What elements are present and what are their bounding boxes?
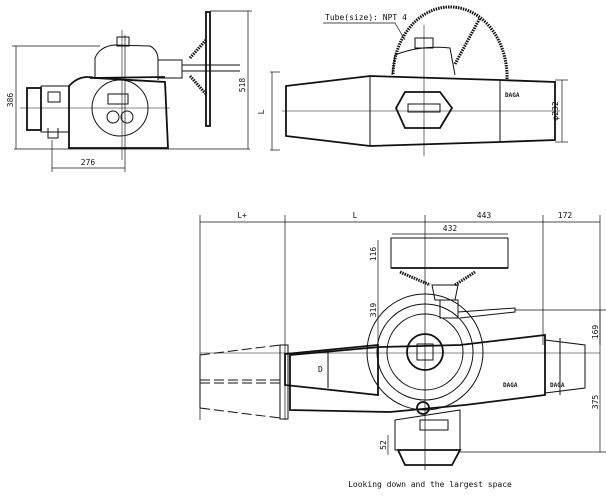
actuator-body-top: [289, 333, 546, 413]
dim-52: 52: [379, 440, 388, 450]
dim-518: 518: [238, 78, 247, 93]
dim-276: 276: [81, 158, 96, 167]
dim-l-plus: L+: [237, 211, 247, 220]
top-housing: [94, 44, 159, 80]
gearbox-body: [68, 76, 169, 149]
svg-text:DAGA: DAGA: [503, 382, 518, 389]
dim-375: 375: [591, 395, 600, 410]
dim-386: 386: [6, 93, 15, 108]
dim-d: D: [318, 365, 323, 374]
side-view: 386 518 276: [6, 10, 252, 172]
top-view: L+ L 443 172 432 116 319 D D: [199, 211, 606, 489]
dim-172: 172: [558, 211, 573, 220]
dim-169: 169: [591, 325, 600, 340]
actuator-body: [285, 75, 556, 147]
front-view: L Tube(size): NPT 4 DAGA φ232: [257, 5, 568, 156]
terminal-box: [394, 91, 454, 129]
dim-length-L: L: [257, 109, 266, 114]
hub-outer: [366, 293, 484, 411]
svg-text:DAGA: DAGA: [550, 382, 565, 389]
svg-text:DAGA: DAGA: [505, 92, 520, 99]
dim-diameter: φ232: [551, 101, 560, 120]
caption: Looking down and the largest space: [348, 480, 512, 489]
dim-432: 432: [443, 224, 458, 233]
dim-319: 319: [369, 303, 378, 318]
dim-116: 116: [369, 247, 378, 262]
handwheel-top[interactable]: [390, 237, 509, 269]
dim-l: L: [353, 211, 358, 220]
tube-size-label: Tube(size): NPT 4: [325, 13, 407, 22]
handwheel-arc[interactable]: [391, 5, 509, 81]
motor-cap: [26, 87, 42, 131]
handwheel[interactable]: [205, 11, 211, 127]
dim-443: 443: [477, 211, 492, 220]
